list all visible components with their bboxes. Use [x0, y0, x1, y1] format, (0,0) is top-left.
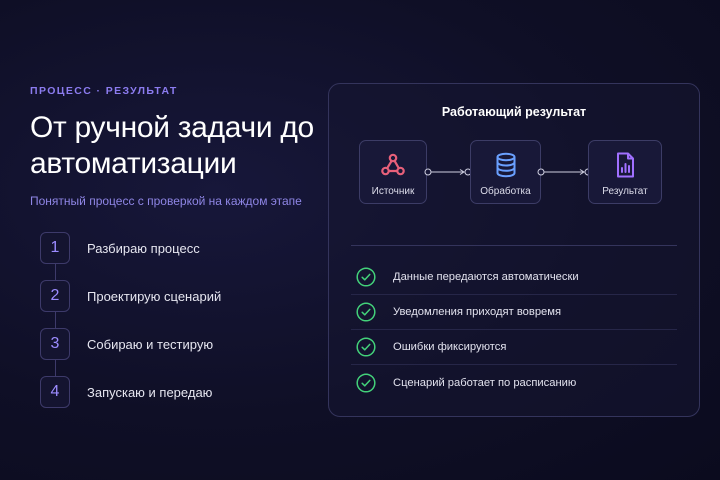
panel-divider [351, 245, 677, 246]
step-number: 1 [40, 232, 70, 264]
step-label: Запускаю и передаю [87, 385, 213, 400]
check-label: Сценарий работает по расписанию [393, 376, 577, 389]
step-label: Разбираю процесс [87, 241, 200, 256]
check-item: Уведомления приходят вовремя [351, 295, 677, 330]
step-label: Проектирую сценарий [87, 289, 222, 304]
check-label: Данные передаются автоматически [393, 271, 579, 283]
node-label: Обработка [480, 186, 531, 197]
step-1: 1 Разбираю процесс [40, 232, 300, 280]
check-circle-icon [356, 372, 376, 393]
processing-node: Обработка [470, 140, 541, 204]
check-circle-icon [356, 302, 376, 322]
node-label: Результат [602, 186, 648, 197]
node-label: Источник [371, 186, 415, 197]
step-label: Собираю и тестирую [87, 337, 214, 352]
webhook-icon [381, 153, 405, 176]
check-item: Сценарий работает по расписанию [351, 365, 677, 400]
check-item: Ошибки фиксируются [351, 330, 677, 365]
process-steps: 1 Разбираю процесс 2 Проектирую сценарий… [40, 232, 300, 424]
database-icon [496, 152, 515, 178]
check-circle-icon [356, 337, 376, 357]
connector-arrow [537, 168, 592, 176]
step-3: 3 Собираю и тестирую [40, 328, 300, 376]
step-connector [55, 360, 56, 376]
step-connector [55, 312, 56, 328]
report-chart-icon [617, 152, 634, 178]
panel-title: Работающий результат [441, 105, 587, 119]
source-node: Источник [359, 140, 427, 204]
step-connector [55, 264, 56, 280]
page-title: От ручной задачи до автоматизации [30, 111, 314, 180]
step-number: 2 [40, 280, 70, 312]
connector-arrow [424, 168, 472, 176]
step-2: 2 Проектирую сценарий [40, 280, 300, 328]
check-circle-icon [356, 267, 376, 287]
step-4: 4 Запускаю и передаю [40, 376, 300, 424]
step-number: 4 [40, 376, 70, 408]
check-label: Ошибки фиксируются [393, 341, 507, 353]
check-item: Данные передаются автоматически [351, 260, 677, 295]
step-number: 3 [40, 328, 70, 360]
page-subtitle: Понятный процесс с проверкой на каждом э… [30, 194, 302, 208]
eyebrow-label: ПРОЦЕСС · РЕЗУЛЬТАТ [30, 85, 178, 97]
result-node: Результат [588, 140, 662, 204]
check-label: Уведомления приходят вовремя [393, 306, 562, 318]
result-panel: Работающий результат Источник [328, 83, 700, 417]
